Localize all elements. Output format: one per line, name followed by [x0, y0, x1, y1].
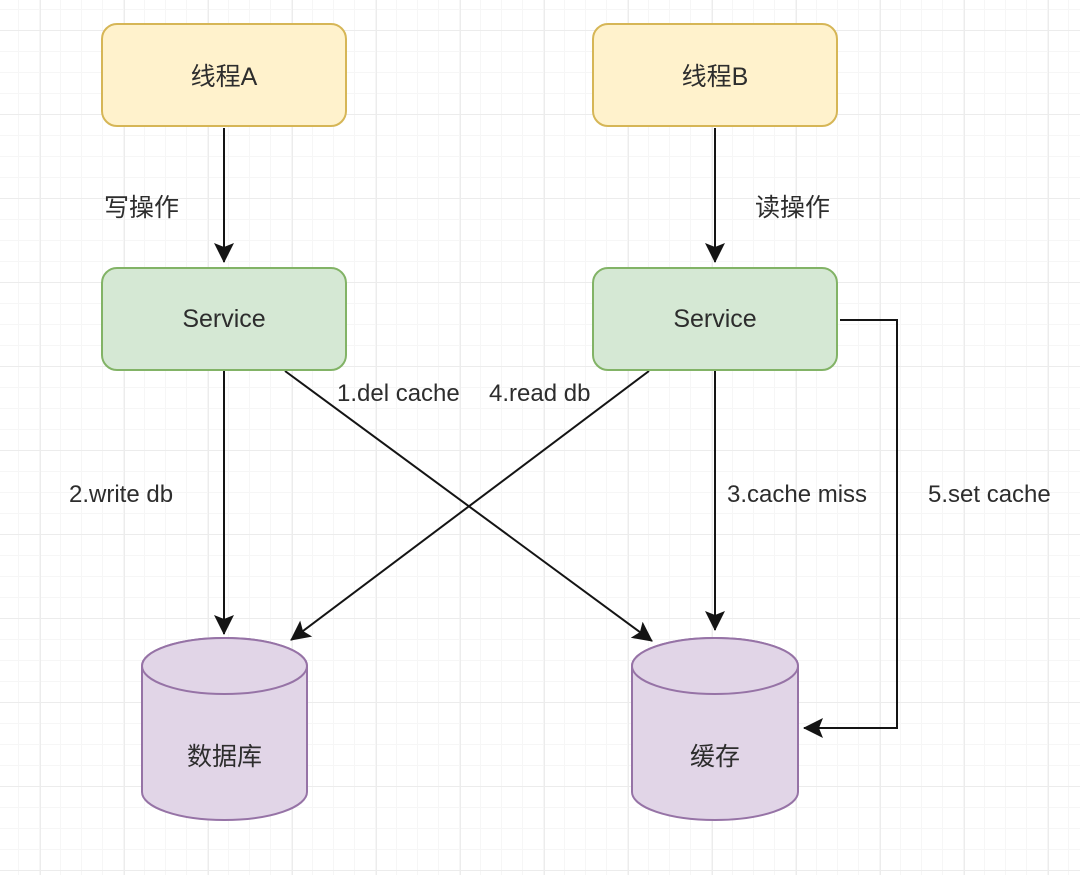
edge-label-read-op: 读操作 [755, 194, 831, 222]
node-thread-b-label: 线程B [681, 63, 749, 91]
node-thread-a: 线程A [101, 23, 347, 127]
node-service-a-label: Service [182, 304, 266, 333]
node-database-label: 数据库 [186, 743, 262, 771]
cache-cylinder [631, 637, 799, 821]
node-thread-b: 线程B [592, 23, 838, 127]
edge-label-del-cache: 1.del cache [337, 380, 460, 407]
edge-label-write-op: 写操作 [104, 194, 180, 222]
node-thread-a-label: 线程A [190, 63, 258, 91]
database-cylinder [141, 637, 308, 821]
edge-label-set-cache: 5.set cache [928, 481, 1051, 508]
arrow-service-b-to-cache-set [803, 319, 898, 738]
node-service-b: Service [592, 267, 838, 371]
arrow-service-b-to-database-read [290, 370, 650, 641]
node-service-a: Service [101, 267, 347, 371]
node-cache-label: 缓存 [689, 743, 740, 771]
node-service-b-label: Service [673, 304, 757, 333]
edge-label-read-db: 4.read db [489, 380, 591, 407]
edge-label-cache-miss: 3.cache miss [727, 481, 868, 508]
edge-label-write-db: 2.write db [69, 481, 174, 508]
